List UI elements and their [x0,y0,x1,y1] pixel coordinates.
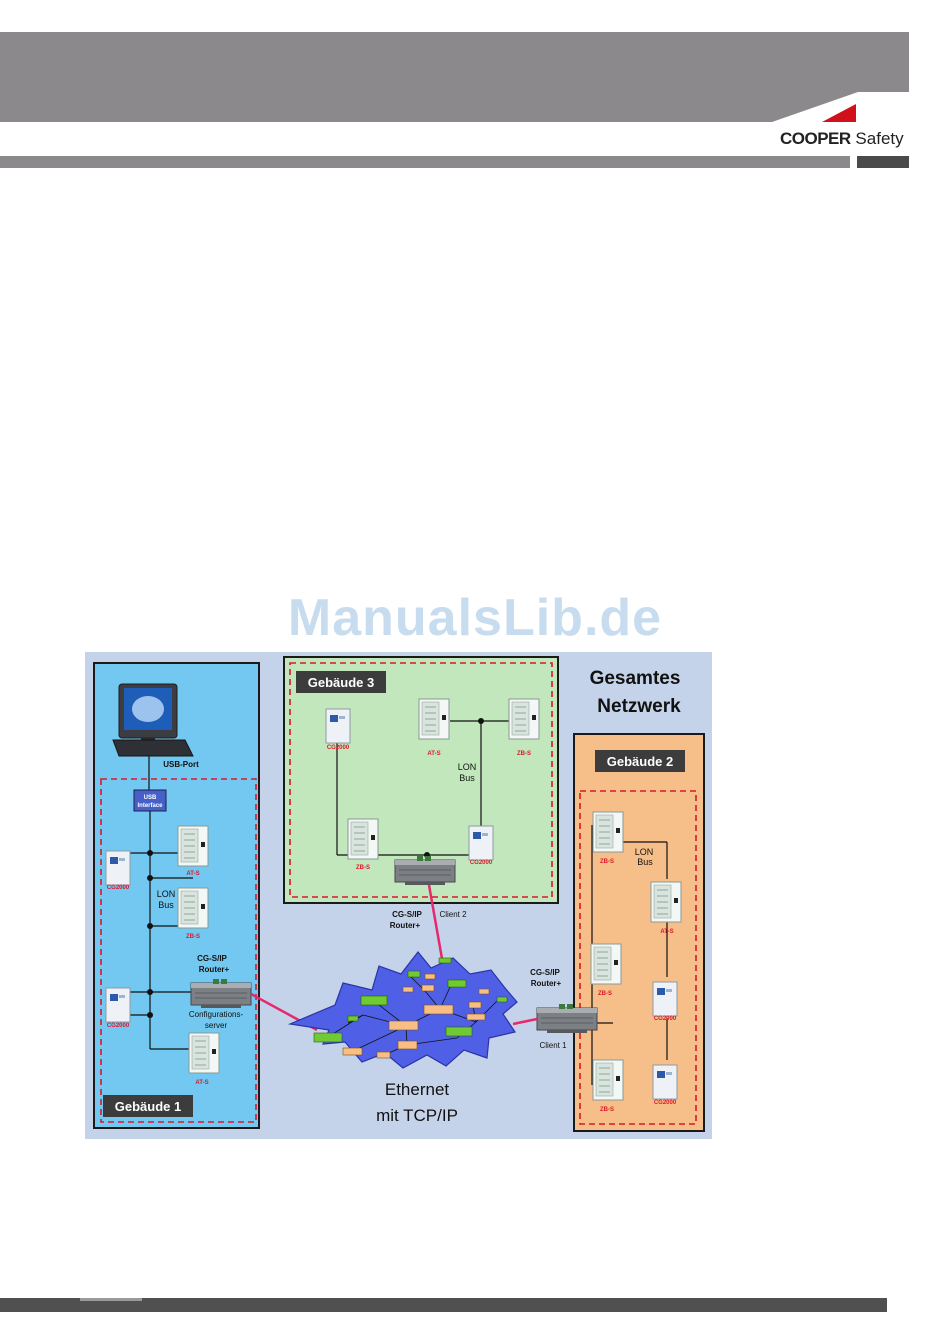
config-server-label-1: Configurations- [189,1010,244,1019]
usb-interface-label-2: Interface [137,803,163,809]
client-1-label: Client 1 [539,1041,567,1050]
zb-s-label-6: ZB-S [598,991,612,997]
watermark: ManualsLib.de [287,589,663,647]
logo-brand: COOPER [780,129,851,148]
header-bar [0,32,909,122]
usb-port-label: USB-Port [163,760,199,769]
router-label-1a: CG-S/IP [197,954,227,963]
zb-s-cabinet-icon [508,698,540,740]
cooper-safety-logo: COOPER Safety [780,129,904,149]
header-rule-accent [857,156,909,168]
header-rule [0,156,850,168]
footer-tab [80,1298,142,1301]
cg2000-label-1: CG2000 [107,885,130,891]
lon-bus-label-3b: Bus [459,773,475,783]
router-label-2b: Router+ [390,921,421,930]
zb-s-label-7: ZB-S [600,1107,614,1113]
network-diagram: Gesamtes Netzwerk Gebäude 3 Gebäude 2 Ge… [85,652,712,1139]
cg2000-label-3: CG2000 [327,745,350,751]
at-s-cabinet-icon [650,881,682,923]
building-2-label: Gebäude 2 [607,754,673,769]
ethernet-cloud [287,951,518,1069]
title-line-1: Gesamtes [590,668,681,689]
cg2000-unit-icon [652,1064,678,1100]
footer-bar [0,1298,887,1312]
cg2000-label-5: CG2000 [654,1016,677,1022]
at-s-label-3: AT-S [427,751,440,757]
router-icon [394,855,456,886]
zb-s-cabinet-icon [177,887,209,929]
title-line-2: Netzwerk [597,696,681,717]
building-3-label: Gebäude 3 [308,675,374,690]
ethernet-label-1: Ethernet [385,1080,450,1099]
computer-icon [112,683,194,757]
zb-s-label-5: ZB-S [600,859,614,865]
zb-s-label-4: ZB-S [356,865,370,871]
cg2000-label-2: CG2000 [107,1023,130,1029]
usb-interface-label-1: USB [144,795,157,801]
cg2000-unit-icon [325,708,351,744]
zb-s-cabinet-icon [592,811,624,853]
logo-suffix: Safety [855,129,904,148]
zb-s-label-1: ZB-S [186,934,200,940]
ethernet-label-2: mit TCP/IP [376,1106,458,1125]
at-s-label-1: AT-S [186,871,199,877]
lon-bus-label-2b: Bus [637,857,653,867]
cg2000-unit-icon [468,825,494,861]
lon-bus-label-3a: LON [458,762,477,772]
at-s-label-4: AT-S [660,929,673,935]
building-1-label: Gebäude 1 [115,1099,181,1114]
router-icon [190,978,252,1009]
cg2000-unit-icon [105,987,131,1023]
cg2000-unit-icon [105,850,131,886]
lon-bus-label-1a: LON [157,889,176,899]
router-label-1b: Router+ [199,965,230,974]
at-s-label-2: AT-S [195,1080,208,1086]
router-icon [536,1003,598,1034]
zb-s-label-3: ZB-S [517,751,531,757]
lon-bus-label-2a: LON [635,847,654,857]
at-s-cabinet-icon [418,698,450,740]
at-s-cabinet-icon [188,1032,220,1074]
cg2000-label-6: CG2000 [654,1100,677,1106]
zb-s-cabinet-icon [592,1059,624,1101]
router-label-3a: CG-S/IP [530,968,560,977]
cooper-logo-wedge [772,92,909,122]
router-label-3b: Router+ [531,979,562,988]
at-s-cabinet-icon [177,825,209,867]
zb-s-cabinet-icon [347,818,379,860]
zb-s-cabinet-icon [590,943,622,985]
config-server-label-2: server [205,1021,228,1030]
cg2000-label-4: CG2000 [470,860,493,866]
router-label-2a: CG-S/IP [392,910,422,919]
cg2000-unit-icon [652,981,678,1017]
client-2-label: Client 2 [439,910,467,919]
lon-bus-label-1b: Bus [158,900,174,910]
